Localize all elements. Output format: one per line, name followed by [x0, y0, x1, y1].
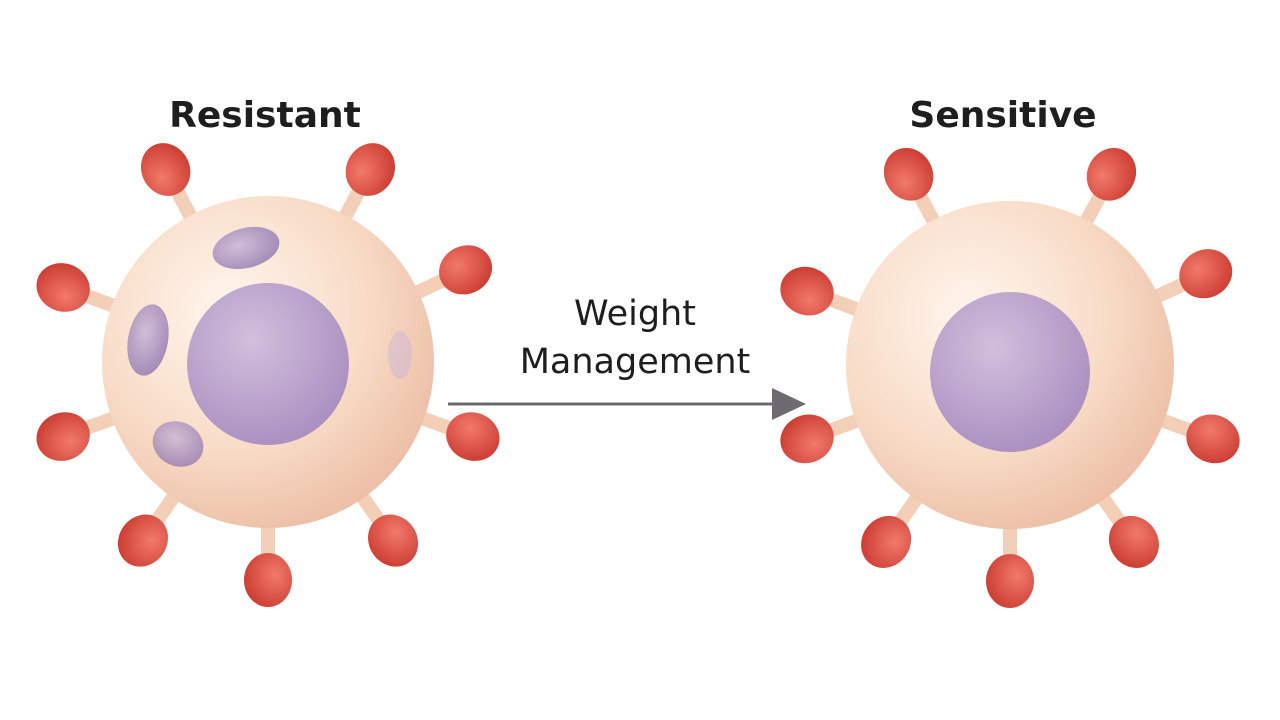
sensitive-receptor-knob: [1186, 414, 1240, 464]
sensitive-receptor-knob: [861, 515, 912, 568]
transition-arrow: [448, 388, 806, 420]
resistant-receptor-knob: [36, 263, 90, 312]
sensitive-cell-nucleus: [930, 292, 1090, 452]
resistant-label: Resistant: [169, 95, 361, 136]
resistant-receptor-knob: [439, 245, 493, 295]
resistant-receptor-knob: [446, 412, 500, 461]
sensitive-cell: [780, 147, 1240, 608]
sensitive-receptor-knob: [986, 554, 1034, 608]
arrow-caption: Weight Management: [470, 290, 800, 386]
arrow-caption-line2: Management: [519, 342, 751, 382]
sensitive-receptor-knob: [780, 266, 834, 316]
resistant-receptor-knob: [140, 143, 191, 196]
resistant-cell-inclusion: [127, 304, 169, 376]
resistant-cell-inclusion: [388, 331, 412, 379]
arrow-head: [772, 388, 806, 420]
sensitive-receptor-knob: [1179, 249, 1233, 299]
sensitive-receptor-knob: [1086, 147, 1137, 201]
sensitive-label: Sensitive: [909, 95, 1097, 136]
resistant-receptor-knob: [36, 412, 90, 461]
resistant-cell: [36, 143, 500, 607]
resistant-receptor-knob: [244, 553, 292, 607]
resistant-receptor-knob: [117, 514, 168, 567]
resistant-cell-nucleus: [187, 283, 349, 445]
sensitive-receptor-knob: [780, 414, 834, 464]
resistant-receptor-knob: [345, 143, 396, 196]
resistant-cell-inclusion: [212, 226, 280, 270]
arrow-caption-line1: Weight: [574, 294, 696, 334]
sensitive-receptor-knob: [1108, 515, 1159, 568]
sensitive-receptor-knob: [883, 147, 934, 201]
resistant-cell-inclusion: [152, 421, 204, 467]
resistant-receptor-knob: [368, 514, 419, 567]
